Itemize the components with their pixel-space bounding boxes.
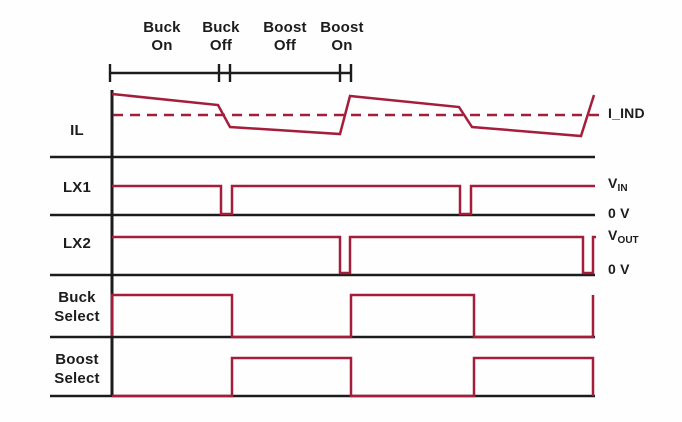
label-zero-v-lx1: 0 V [608,205,630,221]
phase-label-buck-on: Buck On [120,19,204,55]
phase-label-line1: Boost [263,19,307,36]
row-label-lx2: LX2 [62,235,92,252]
row-label-line2: Select [54,370,100,387]
row-label-lx1: LX1 [62,179,92,196]
lx2-wave [112,235,596,275]
label-i-ind: I_IND [608,105,645,121]
label-v-out-base: V [608,227,618,243]
lx1-wave [112,184,595,216]
phase-label-line2: Off [209,37,233,54]
phase-label-line1: Buck [143,19,181,36]
phase-label-buck-off: Buck Off [179,19,263,55]
label-v-out: VOUT [608,227,639,246]
phase-label-line2: On [151,37,173,54]
label-v-in-base: V [608,175,618,191]
boost-select-wave [112,356,595,398]
row-label-line1: Boost [55,351,99,368]
phase-label-line1: Boost [320,19,364,36]
label-v-in: VIN [608,175,628,194]
phase-label-boost-on: Boost On [300,19,384,55]
phase-label-line2: On [331,37,353,54]
phase-label-boost-off: Boost Off [243,19,327,55]
buck-select-wave [110,293,595,339]
il-current-wave [111,92,596,138]
phase-label-line1: Buck [202,19,240,36]
row-label-line2: Select [54,308,100,325]
row-label-line1: Buck [58,289,96,306]
row-label-buck-select: Buck Select [44,288,110,326]
row-label-boost-select: Boost Select [44,350,110,388]
phase-label-line2: Off [273,37,297,54]
label-zero-v-lx2: 0 V [608,261,630,277]
label-v-out-subscript: OUT [617,235,639,246]
label-v-in-subscript: IN [617,183,628,194]
row-label-il: IL [70,122,84,139]
